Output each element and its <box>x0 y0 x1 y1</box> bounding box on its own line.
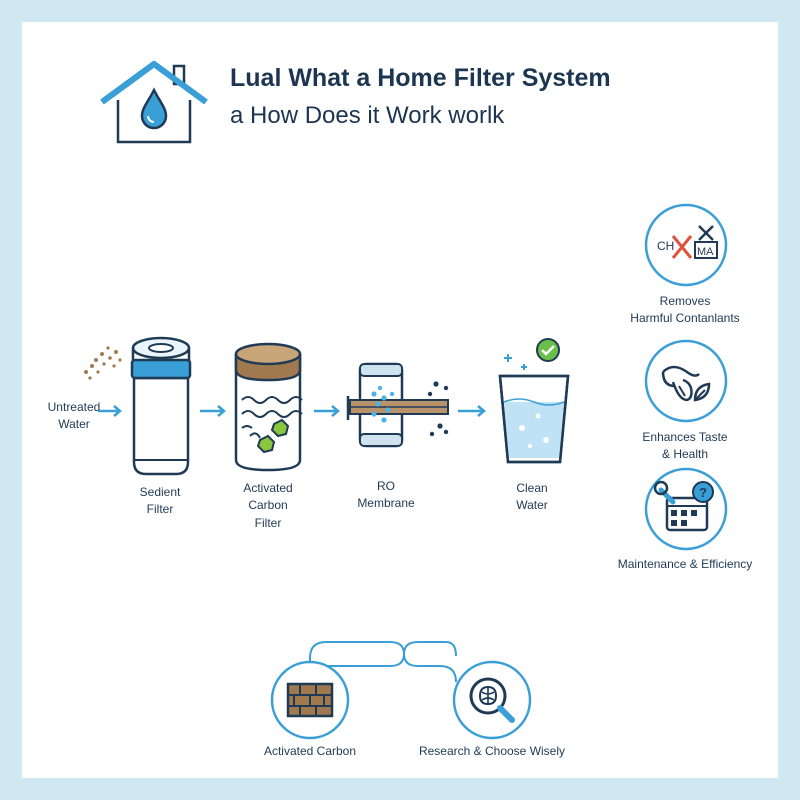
arrow-right-icon <box>314 405 340 417</box>
activated-carbon-label: Activated Carbon <box>263 744 357 758</box>
maintenance-schedule-icon: ? <box>644 467 728 551</box>
arrow-right-icon <box>98 405 122 417</box>
activated-carbon-filter-label: Activated Carbon Filter <box>243 481 293 530</box>
ro-membrane-label: RO Membrane <box>357 479 415 511</box>
contaminant-removal-icon: CH MA <box>644 203 728 287</box>
chemical-symbol-ch: CH <box>657 239 674 253</box>
sediment-filter-label: Sedient Filter <box>139 485 181 517</box>
particles-icon <box>84 346 122 380</box>
benefit-maintenance-label: Maintenance & Efficiency <box>617 557 753 571</box>
arrow-right-icon <box>458 405 486 417</box>
untreated-water-label: Untreated Water <box>47 400 101 432</box>
page-subtitle: a How Does it Work worlk <box>230 102 505 129</box>
page-title: Lual What a Home Filter System <box>230 64 611 92</box>
arrow-right-icon <box>200 405 226 417</box>
clean-water-label: Clean Water <box>516 481 548 513</box>
research-magnifier-icon <box>452 660 532 740</box>
sediment-filter-icon <box>130 336 192 476</box>
activated-carbon-block-icon <box>270 660 350 740</box>
benefit-taste-health-label: Enhances Taste & Health <box>642 430 728 462</box>
ro-membrane-icon <box>346 362 449 448</box>
benefit-removes-contaminants-label: Removes Harmful Contanlants <box>630 294 740 326</box>
research-choose-wisely-label: Research & Choose Wisely <box>418 744 566 758</box>
house-water-icon <box>100 61 208 144</box>
clean-water-glass-icon <box>498 338 570 464</box>
taste-health-icon <box>644 339 728 423</box>
svg-text:?: ? <box>699 485 707 500</box>
activated-carbon-filter-icon <box>234 342 303 472</box>
chemical-symbol-ma: MA <box>697 246 714 258</box>
